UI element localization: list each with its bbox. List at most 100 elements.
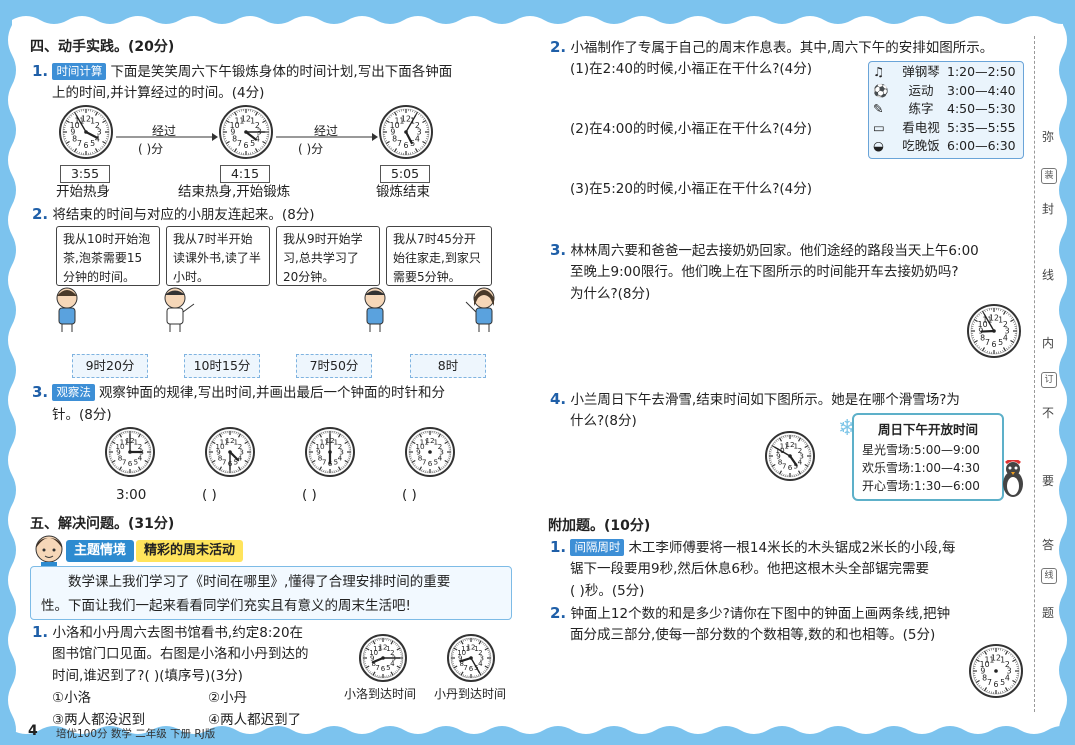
ski-row-3: 开心雪场:1:30—6:00 — [862, 479, 980, 493]
clock-numeral: 12 — [467, 644, 476, 652]
pattern-caption-3[interactable]: ( ) — [302, 487, 317, 503]
clock-tick — [118, 433, 123, 438]
clock-numeral: 4 — [478, 660, 483, 668]
clock-tick — [265, 138, 268, 140]
clock-tick — [487, 665, 490, 667]
clock-numeral: 12 — [991, 654, 1001, 663]
side-mark-1: 装 — [1041, 168, 1057, 184]
clock-tick — [803, 441, 806, 444]
clock-tick — [315, 465, 318, 468]
clock-tick — [802, 440, 805, 443]
clock-numeral: 3 — [439, 448, 444, 457]
clock-tick — [1011, 655, 1014, 658]
clock-center — [228, 450, 232, 454]
clock-tick — [390, 674, 392, 677]
clock-tick — [342, 465, 345, 468]
r-q2-text1: 小福制作了专属于自己的周末作息表。其中,周六下午的安排如图所示。 — [570, 40, 994, 56]
bonus-q1-text3[interactable]: ( )秒。(5分) — [570, 583, 645, 599]
clock-numeral: 6 — [128, 459, 133, 468]
answer-box-1[interactable]: 9时20分 — [72, 354, 148, 378]
clock-tick — [460, 640, 464, 645]
s4-q2-number: 2. — [32, 205, 49, 223]
clock-tick — [984, 350, 986, 353]
clock-tick — [318, 433, 323, 438]
blank-minutes-1[interactable]: ( )分 — [138, 142, 164, 156]
clock-tick — [435, 469, 437, 473]
clock-numeral: 10 — [115, 442, 125, 451]
bonus-q2-text1: 钟面上12个数的和是多少?请你在下图中的钟面上画两条线,把钟 — [570, 606, 951, 622]
clock-tick — [388, 116, 391, 119]
clock-tick — [414, 110, 416, 113]
clock-numeral: 8 — [392, 134, 397, 143]
clock-numeral: 3 — [799, 452, 804, 461]
clock-tick — [807, 463, 810, 465]
r-q3-text3: 为什么?(8分) — [570, 286, 651, 302]
time-box-2: 4:15 — [220, 165, 270, 183]
caption-xiaoluo: 小洛到达时间 — [344, 687, 417, 701]
child-figure-4 — [465, 287, 495, 332]
clock-tick — [245, 462, 248, 465]
top-wave-border — [0, 0, 1075, 24]
clock-tick — [94, 111, 99, 116]
clock-tick — [1013, 321, 1016, 323]
clock-numeral: 2 — [390, 649, 394, 657]
clock-tick — [774, 441, 777, 444]
s4-q1-text1: 下面是笑笑周六下午锻炼身体的时间计划,写出下面各钟面 — [110, 64, 453, 80]
pattern-caption-2[interactable]: ( ) — [202, 487, 217, 503]
clock-numeral: 12 — [401, 115, 411, 124]
clock-tick — [447, 457, 451, 459]
clock-tick — [455, 644, 458, 647]
clock-tick — [214, 464, 217, 467]
clock-tick — [228, 145, 231, 148]
clock-center — [328, 450, 332, 454]
answer-box-2[interactable]: 10时15分 — [184, 354, 260, 378]
pattern-caption-4[interactable]: ( ) — [402, 487, 417, 503]
clock-tick — [98, 148, 100, 151]
clock-tick — [783, 473, 785, 477]
clock-tick — [123, 469, 125, 473]
theme-intro-box: 数学课上我们学习了《时间在哪里》,懂得了合理安排时间的重要 性。下面让我们一起来… — [30, 566, 512, 620]
clock-numeral: 12 — [241, 115, 251, 124]
clock-numeral: 10 — [230, 121, 240, 130]
clock-tick — [976, 315, 979, 318]
clock-tick — [983, 687, 988, 692]
clock-numeral: 11 — [320, 438, 329, 447]
s5-q1-text3[interactable]: 时间,谁迟到了?( )(填序号)(3分) — [52, 668, 243, 684]
clock-tick — [807, 447, 810, 449]
clock-tick — [398, 151, 400, 154]
clock-tick — [412, 110, 414, 113]
clock-tick — [73, 148, 78, 153]
clock-tick — [1002, 649, 1004, 652]
side-char-5: 不 — [1041, 406, 1054, 420]
clock-tick — [259, 147, 262, 150]
clock-tick — [105, 122, 108, 124]
clock-tick — [1010, 339, 1015, 344]
blank-minutes-2[interactable]: ( )分 — [298, 142, 324, 156]
clock-numeral: 7 — [985, 338, 990, 347]
clock-tick — [482, 642, 485, 645]
answer-box-3[interactable]: 7时50分 — [296, 354, 372, 378]
s4-q2-line: 2. 将结束的时间与对应的小朋友连起来。(8分) — [32, 203, 315, 226]
clock-tick — [345, 462, 348, 465]
clock-tick — [421, 432, 423, 435]
pen-icon: ✎ — [873, 101, 884, 116]
clock-numeral: 3 — [239, 448, 244, 457]
clock-hour-hand — [788, 454, 798, 467]
clock-numeral: 4 — [238, 453, 243, 462]
clock-tick — [399, 665, 402, 667]
clock-numeral: 8 — [218, 453, 223, 462]
speech-bubble-1: 我从10时开始泡茶,泡茶需要15分钟的时间。 — [56, 226, 160, 286]
time-box-1: 3:55 — [60, 165, 110, 183]
clock-tick — [978, 684, 981, 687]
answer-box-4[interactable]: 8时 — [410, 354, 486, 378]
clock-tick — [374, 674, 376, 677]
clock-tick — [980, 347, 982, 350]
child-figure-3 — [364, 287, 386, 332]
clock-tick — [1000, 350, 1002, 353]
clock-tick — [803, 468, 806, 471]
intro-line-2: 性。下面让我们一起来看看同学们充实且有意义的周末生活吧! — [41, 598, 411, 614]
